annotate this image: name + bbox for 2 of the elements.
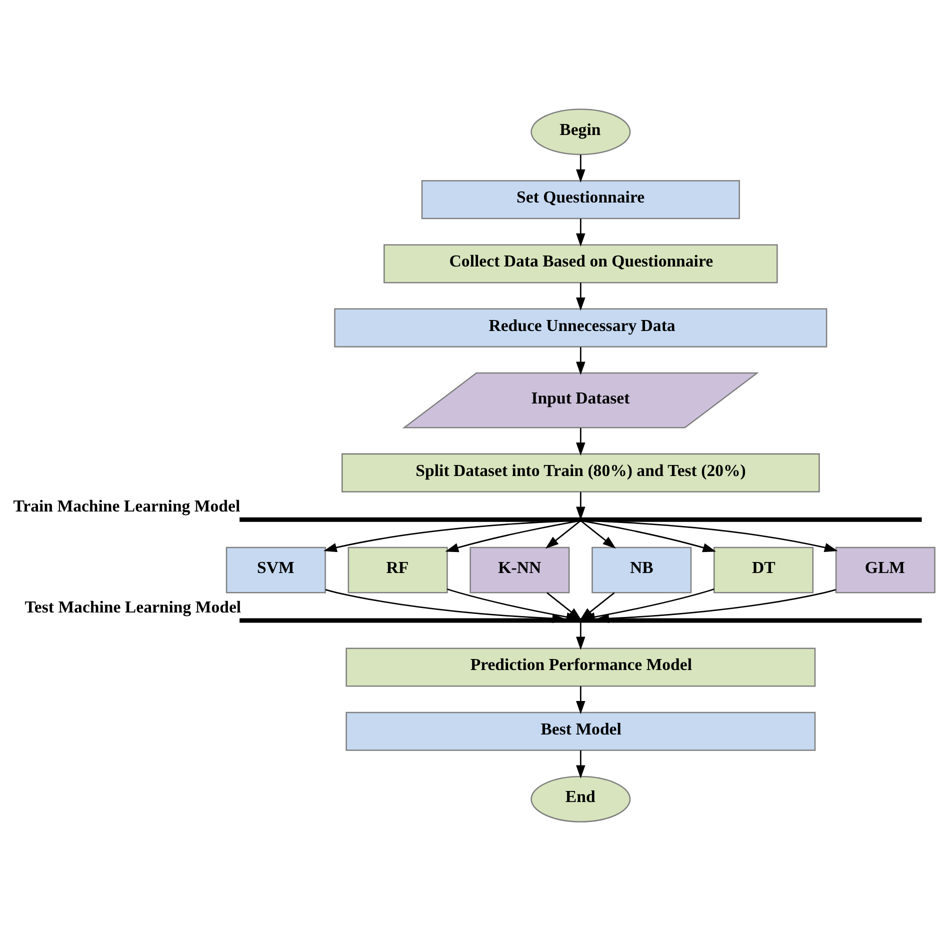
node-label: Test Machine Learning Model <box>24 597 241 616</box>
node-label: Train Machine Learning Model <box>12 496 240 516</box>
